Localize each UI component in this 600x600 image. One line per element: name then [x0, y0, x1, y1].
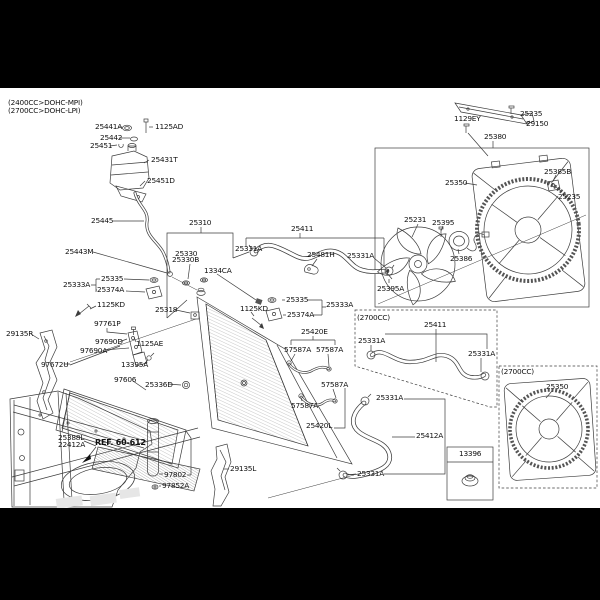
- fan-assembly-art: [377, 154, 587, 306]
- grommet-box: [446, 446, 494, 501]
- letterbox-bottom: [0, 508, 600, 600]
- radiator-art: [166, 227, 353, 465]
- engine-variant-line1: (2400CC>DOHC-MPI): [8, 98, 83, 107]
- upper-hose-art: [245, 233, 395, 276]
- lower-hose-art: [267, 393, 446, 499]
- air-guard-right-art: [30, 329, 58, 420]
- variant-2700-fan-box: [498, 365, 598, 489]
- overflow-hoses-art: [286, 336, 346, 429]
- letterbox-top: [0, 0, 600, 88]
- variant-2700-hose-box: [354, 309, 498, 408]
- hose-2700-art: [366, 329, 490, 381]
- carrier-art: [9, 390, 153, 508]
- engine-variant-line2: (2700CC>DOHC-LPI): [8, 106, 81, 115]
- mount-brackets-art: [75, 277, 326, 329]
- fan-shroud-2700-art: [503, 378, 597, 481]
- top-bracket-art: [454, 102, 563, 193]
- fan-assembly-box: [374, 147, 590, 308]
- reservoir-art: [92, 118, 198, 291]
- condenser-art: [11, 318, 201, 492]
- air-guard-left-art: [210, 443, 232, 507]
